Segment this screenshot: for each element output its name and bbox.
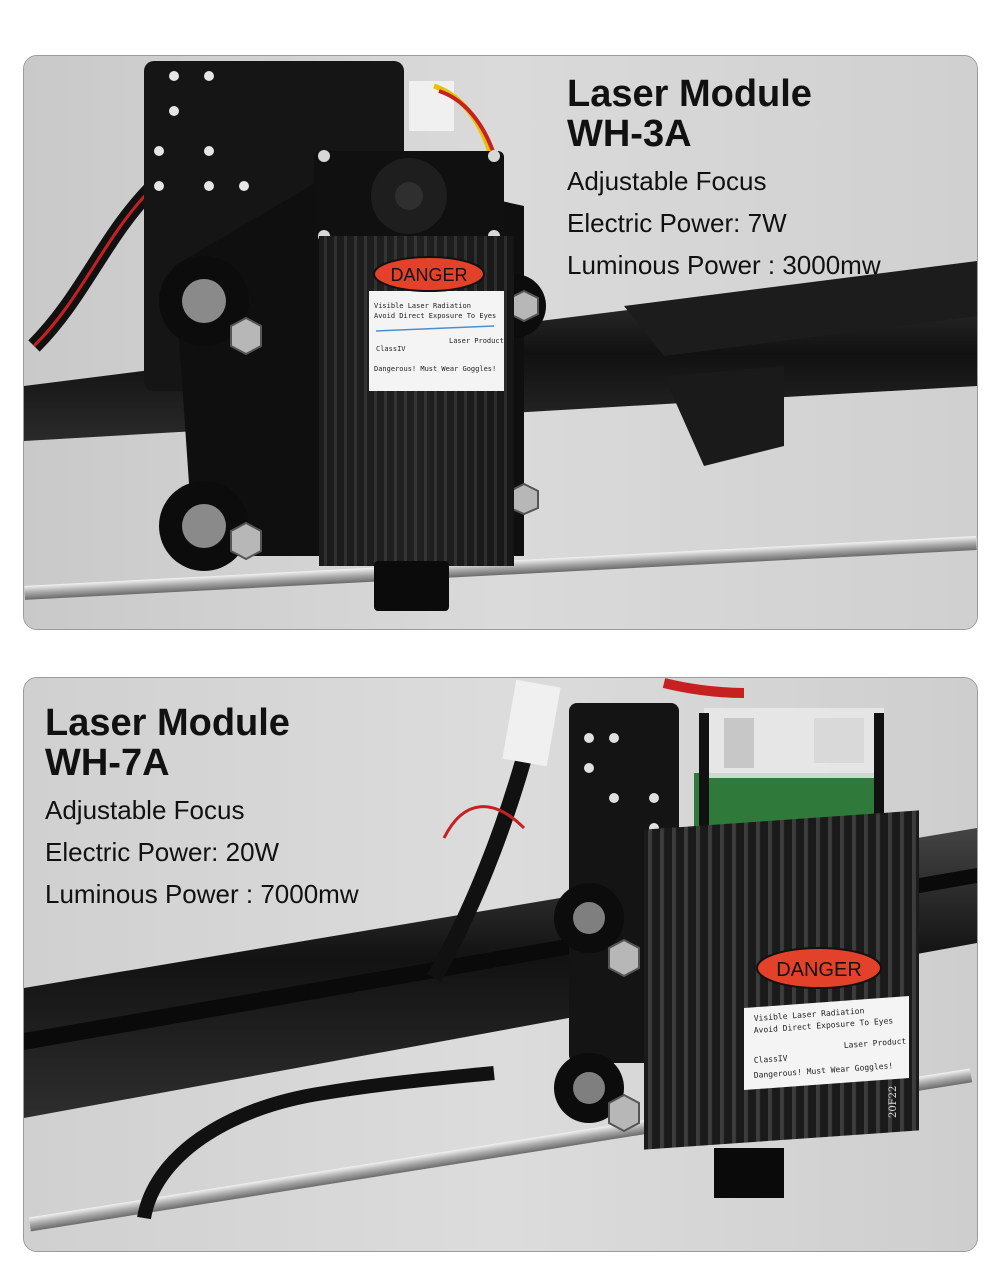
spec-block: Laser Module WH-3A Adjustable Focus Elec… [567, 74, 881, 286]
sticker-line: Visible Laser Radiation [374, 302, 471, 310]
module-model: WH-3A [567, 113, 692, 155]
spec-electric-power: Electric Power: 7W [567, 208, 787, 238]
danger-label: DANGER [776, 959, 862, 981]
spec-electric-power: Electric Power: 20W [45, 837, 280, 867]
sticker-line: Laser Product [449, 337, 504, 345]
serial-number: 20F22 [888, 1086, 899, 1118]
module-title: Laser Module [567, 73, 812, 115]
laser-module-photo: DANGER Visible Laser Radiation Avoid Dir… [24, 56, 977, 629]
laser-module-photo: DANGER Visible Laser Radiation Avoid Dir… [24, 678, 977, 1251]
spec-focus: Adjustable Focus [567, 166, 767, 196]
product-card-wh-7a: DANGER Visible Laser Radiation Avoid Dir… [23, 677, 978, 1252]
spec-focus: Adjustable Focus [45, 795, 245, 825]
spec-block: Laser Module WH-7A Adjustable Focus Elec… [45, 703, 359, 915]
danger-label: DANGER [390, 265, 467, 285]
module-model: WH-7A [45, 742, 170, 784]
spec-luminous-power: Luminous Power : 3000mw [567, 250, 881, 280]
module-title: Laser Module [45, 702, 290, 744]
sticker-line: ClassIV [754, 1054, 788, 1065]
sticker-line: Avoid Direct Exposure To Eyes [374, 312, 496, 320]
sticker-line: Dangerous! Must Wear Goggles! [374, 365, 496, 373]
sticker-line: ClassIV [376, 345, 406, 353]
sticker-line: Laser Product [844, 1037, 907, 1050]
spec-luminous-power: Luminous Power : 7000mw [45, 879, 359, 909]
product-card-wh-3a: DANGER Visible Laser Radiation Avoid Dir… [23, 55, 978, 630]
